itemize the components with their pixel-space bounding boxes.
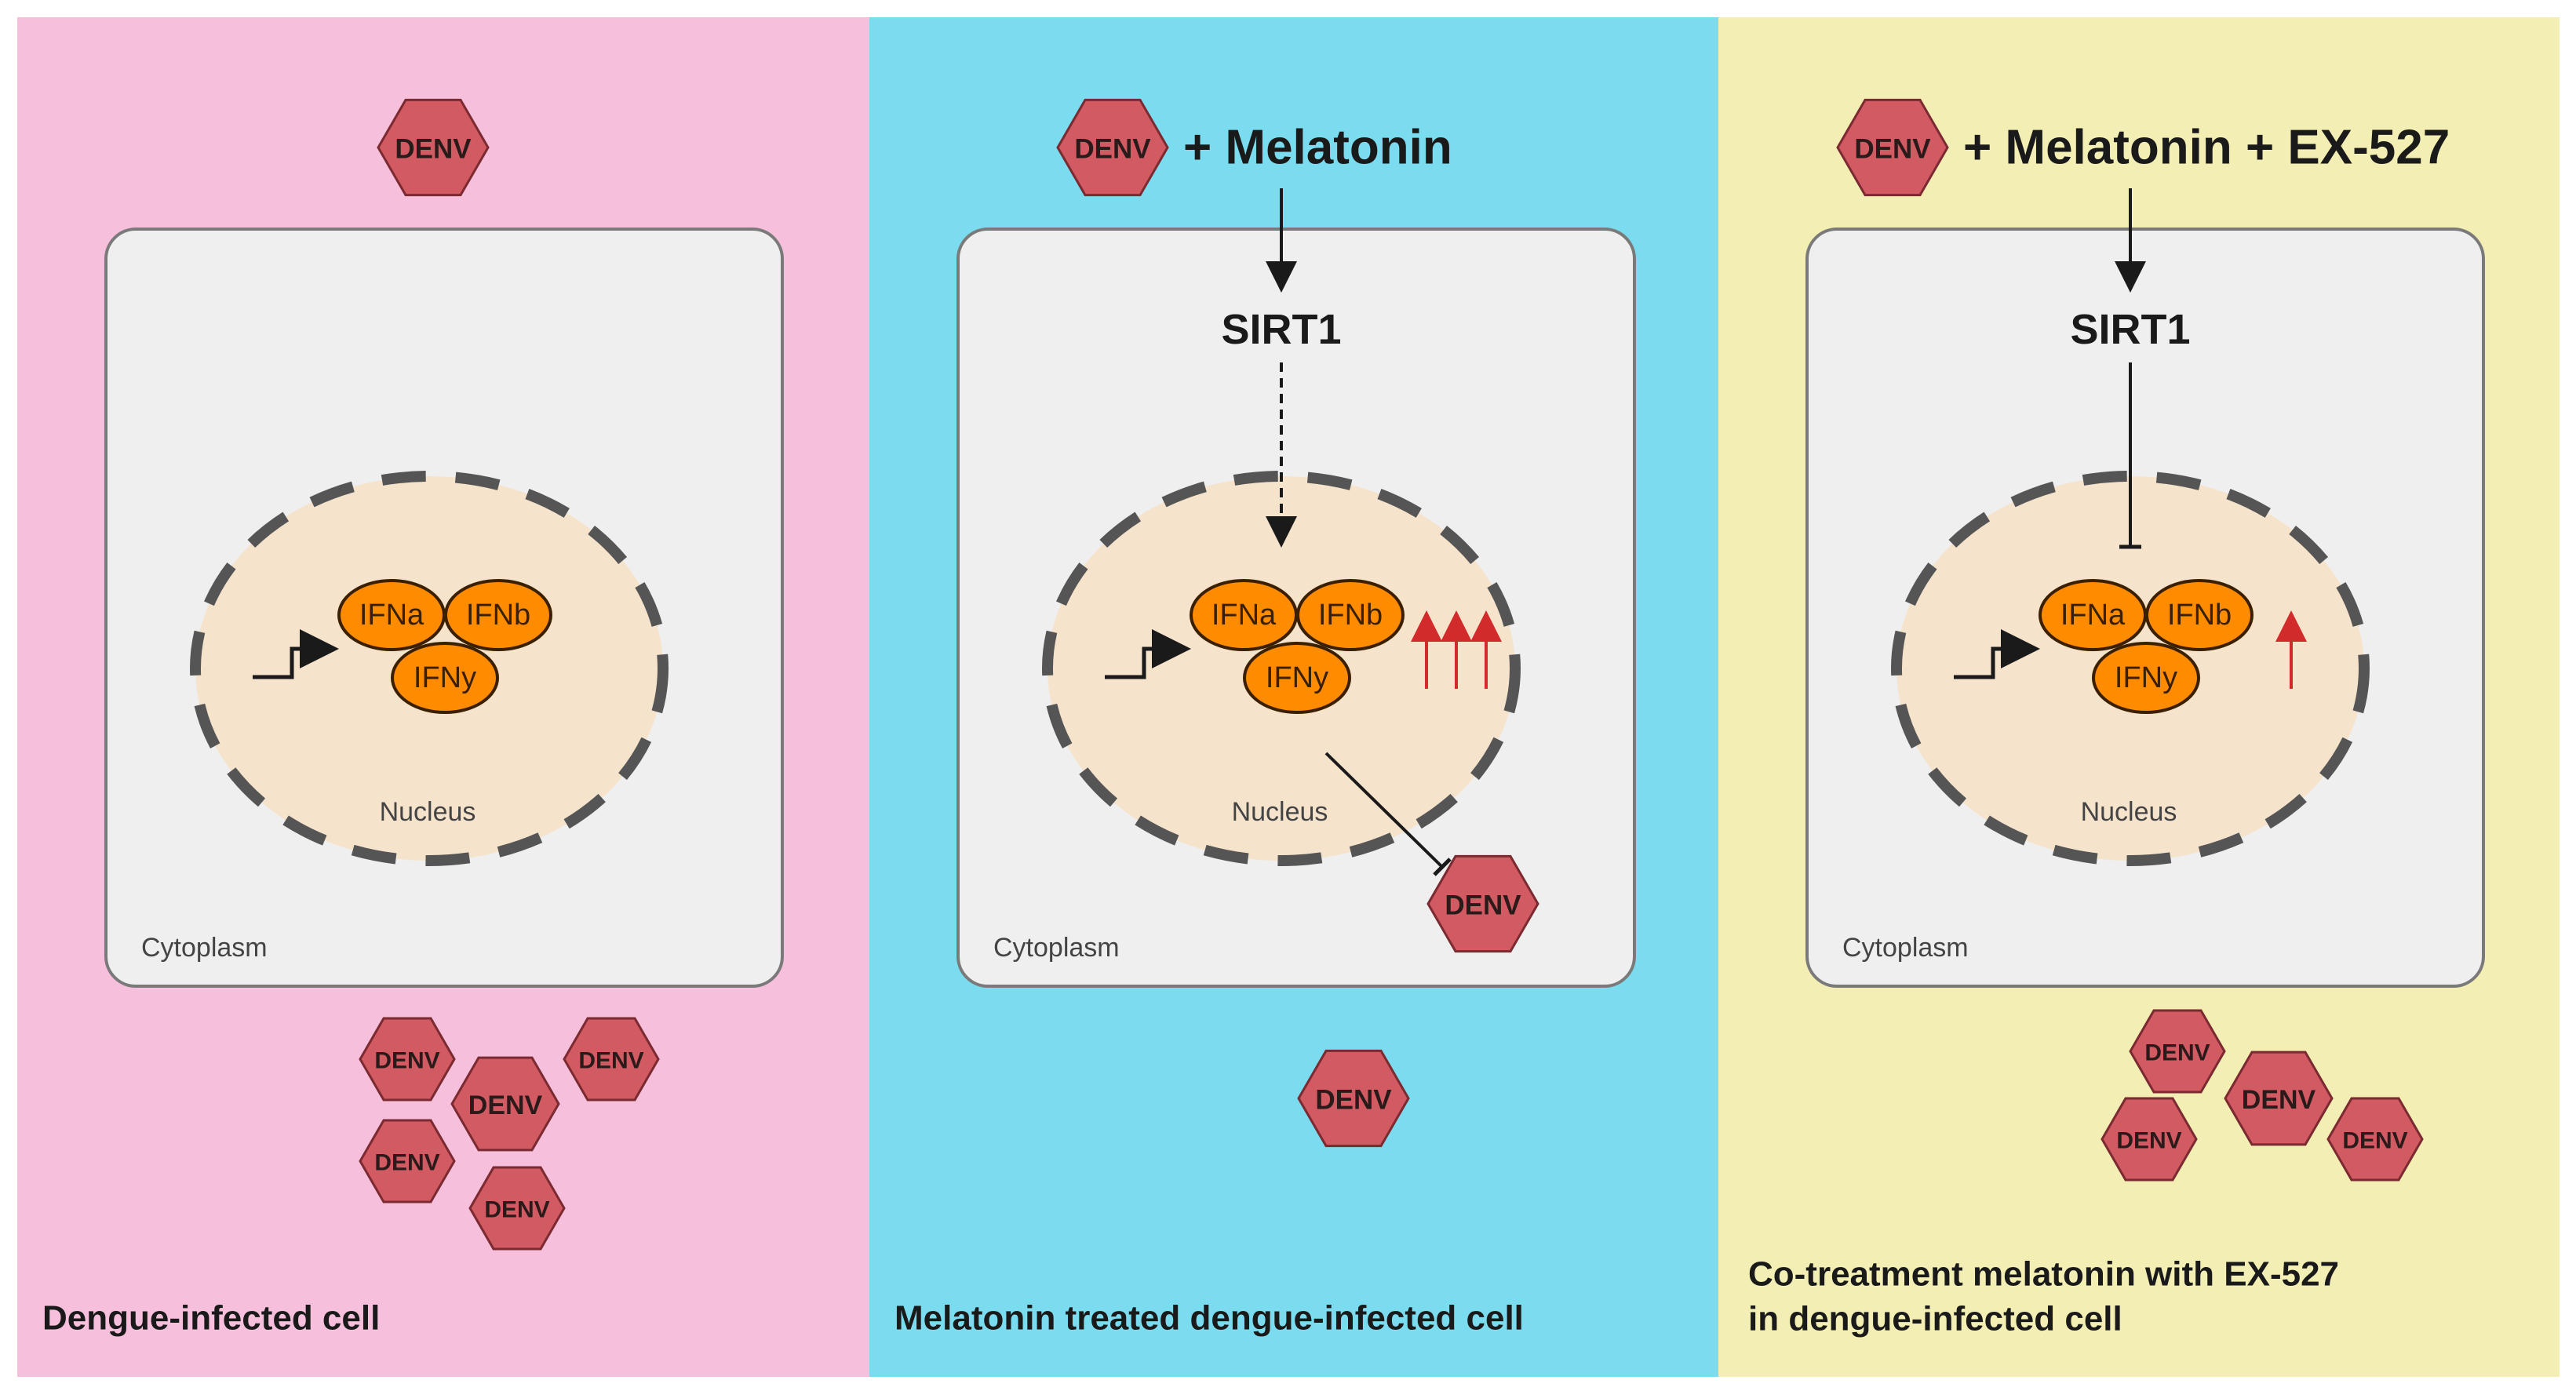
ifn-label: IFNa [1211,599,1277,632]
ifn-y-protein: IFNy [2092,642,2200,714]
denv-virus-icon: DENV [1056,98,1169,197]
hexagon-shape [359,1119,456,1203]
sirt1-label: SIRT1 [1221,306,1341,353]
hexagon-shape [1056,98,1169,197]
hexagon-shape [2129,1009,2226,1094]
promoter-arrow-icon [1954,629,2040,679]
denv-label: DENV [484,1197,549,1223]
denv-virus-icon: DENV [1836,98,1949,197]
promoter-line [1954,629,2040,679]
hexagon-shape [2224,1051,2334,1146]
denv-label: DENV [1854,134,1931,165]
denv-virus-icon: DENV [563,1017,660,1102]
cytoplasm-label: Cytoplasm [993,933,1120,963]
denv-label: DENV [1445,890,1521,921]
ifn-b-protein: IFNb [444,579,552,651]
ifn-b-protein: IFNb [2145,579,2254,651]
denv-label: DENV [2242,1085,2316,1115]
caption-line: Melatonin treated dengue-infected cell [894,1299,1524,1338]
denv-virus-icon: DENV [1297,1049,1410,1148]
ifn-oval [2092,642,2200,714]
denv-virus-icon: DENV [359,1017,456,1102]
ifn-a-protein: IFNa [1190,579,1298,651]
ifn-a-protein: IFNa [337,579,446,651]
denv-label: DENV [578,1048,643,1074]
hexagon-shape [1426,854,1539,953]
denv-virus-icon: DENV [1426,854,1539,953]
ifn-y-protein: IFNy [1243,642,1351,714]
panel-caption: Co-treatment melatonin with EX-527 in den… [1748,1255,2339,1338]
promoter-line [253,629,339,679]
hexagon-shape [468,1166,566,1251]
ifn-label: IFNa [2060,599,2126,632]
hexagon-shape [359,1017,456,1102]
caption-line: in dengue-infected cell [1748,1300,2122,1338]
ifn-oval [1296,579,1405,651]
hexagon-shape [2101,1097,2198,1182]
ifn-oval [391,642,499,714]
hexagon-shape [1836,98,1949,197]
inhibition-line [1324,752,1444,868]
hexagon-shape [450,1056,560,1152]
hexagon-shape [377,98,490,197]
hexagon-shape [563,1017,660,1102]
nucleus-label: Nucleus [380,797,476,827]
ifn-label: IFNy [2115,661,2177,694]
hexagon-shape [2326,1097,2424,1182]
promoter-arrow-icon [253,629,339,679]
denv-virus-icon: DENV [2224,1051,2334,1146]
cytoplasm-label: Cytoplasm [141,933,268,963]
denv-virus-icon: DENV [2326,1097,2424,1182]
ifn-y-protein: IFNy [391,642,499,714]
nucleus-label: Nucleus [2081,797,2177,827]
treatment-label: + Melatonin [1183,121,1452,175]
ifn-oval [444,579,552,651]
nucleus-label: Nucleus [1232,797,1328,827]
sirt1-label: SIRT1 [2070,306,2190,353]
ifn-label: IFNy [414,661,476,694]
caption-line: Dengue-infected cell [42,1299,380,1338]
denv-label: DENV [395,134,472,165]
denv-virus-icon: DENV [2129,1009,2226,1094]
hexagon-shape [1297,1049,1410,1148]
ifn-label: IFNb [1318,599,1383,632]
denv-label: DENV [1315,1085,1392,1116]
denv-label: DENV [2342,1128,2407,1154]
ifn-a-protein: IFNa [2039,579,2147,651]
panel-caption: Melatonin treated dengue-infected cell [894,1299,1524,1338]
cytoplasm-label: Cytoplasm [1842,933,1969,963]
denv-virus-icon: DENV [2101,1097,2198,1182]
denv-virus-icon: DENV [377,98,490,197]
denv-label: DENV [2144,1040,2210,1066]
caption-line: Co-treatment melatonin with EX-527 [1748,1255,2339,1294]
denv-virus-icon: DENV [450,1056,560,1152]
ifn-oval [1243,642,1351,714]
ifn-label: IFNb [2167,599,2232,632]
ifn-b-protein: IFNb [1296,579,1405,651]
inhibition-bar [1433,858,1452,876]
denv-label: DENV [2116,1128,2181,1154]
denv-label: DENV [1074,134,1151,165]
ifn-label: IFNa [359,599,424,632]
denv-virus-icon: DENV [359,1119,456,1203]
denv-label: DENV [374,1150,439,1176]
promoter-arrow-icon [1105,629,1191,679]
denv-label: DENV [374,1048,439,1074]
ifn-label: IFNb [466,599,530,632]
panel-caption: Dengue-infected cell [42,1299,380,1338]
denv-label: DENV [468,1091,543,1120]
promoter-line [1105,629,1191,679]
ifn-label: IFNy [1266,661,1328,694]
denv-virus-icon: DENV [468,1166,566,1251]
ifn-oval [2145,579,2254,651]
treatment-label: + Melatonin + EX-527 [1963,121,2450,175]
